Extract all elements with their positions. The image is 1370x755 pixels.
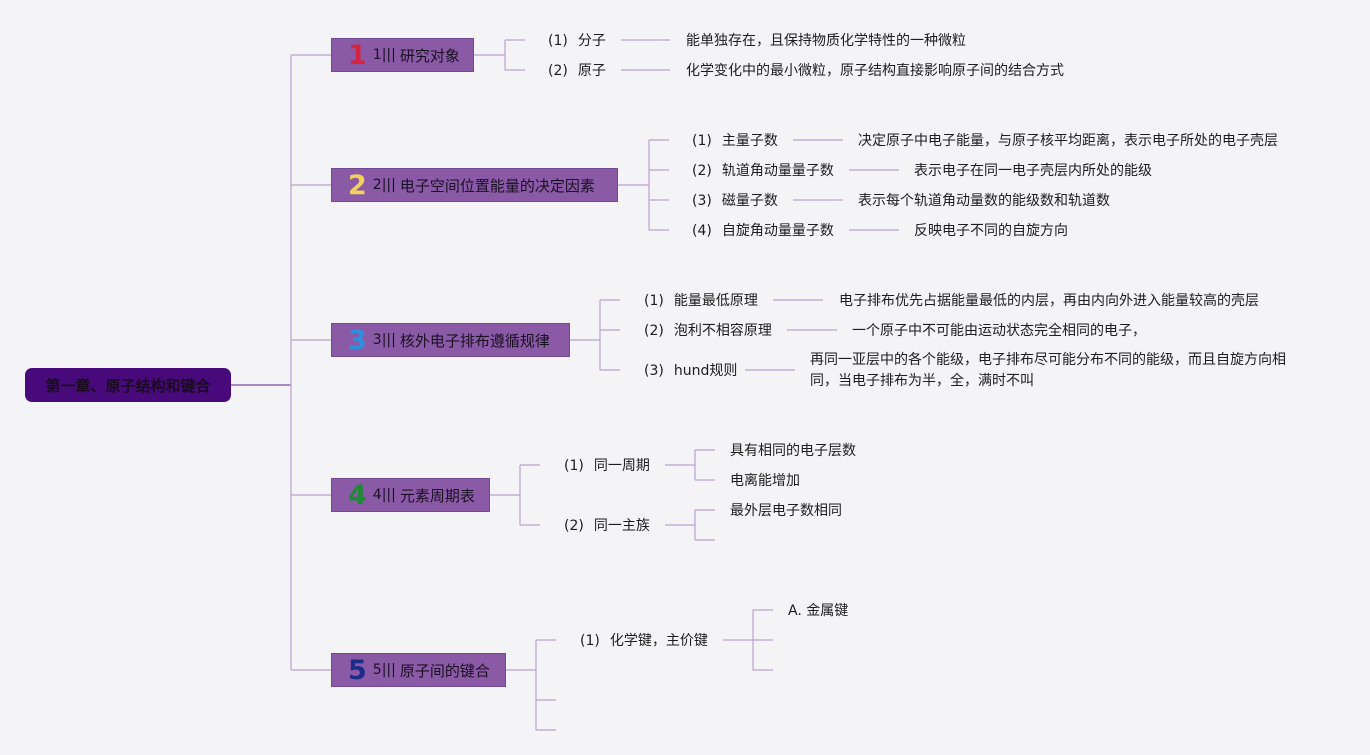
topic-node-2[interactable]: 2 2||| 电子空间位置能量的决定因素 — [331, 168, 618, 202]
subtopic-label: hund规则 — [673, 363, 738, 379]
subtopic-label: 自旋角动量量子数 — [721, 223, 834, 239]
subtopic-label: 分子 — [577, 33, 606, 49]
subtopic-index: (2) — [564, 518, 584, 534]
subtopic-index: (1) — [644, 293, 664, 309]
detail-text[interactable]: 一个原子中不可能由运动状态完全相同的电子， — [852, 323, 1146, 339]
topic-prefix: 4||| — [372, 487, 396, 503]
subtopic-node[interactable]: (2) 轨道角动量量子数 — [692, 162, 834, 180]
subtopic-node[interactable]: (1) 化学键，主价键 — [580, 632, 708, 650]
topic-label: 研究对象 — [399, 46, 460, 65]
subtopic-index: (1) — [692, 133, 712, 149]
number-1-icon: 1 — [348, 39, 367, 71]
subtopic-index: (1) — [548, 33, 568, 49]
subtopic-node[interactable]: (2) 泡利不相容原理 — [644, 322, 772, 340]
subtopic-label: 同一主族 — [593, 518, 650, 534]
subtopic-label: 化学键，主价键 — [609, 633, 708, 649]
number-5-icon: 5 — [348, 654, 367, 686]
subtopic-node[interactable]: (2) 原子 — [548, 62, 606, 80]
topic-label: 元素周期表 — [399, 486, 475, 505]
number-2-icon: 2 — [348, 169, 367, 201]
topic-label: 电子空间位置能量的决定因素 — [399, 176, 595, 195]
topic-prefix: 3||| — [372, 332, 396, 348]
subtopic-node[interactable]: (1) 能量最低原理 — [644, 292, 758, 310]
subtopic-label: 泡利不相容原理 — [673, 323, 772, 339]
detail-text[interactable]: 反映电子不同的自旋方向 — [914, 223, 1068, 239]
number-4-icon: 4 — [348, 479, 367, 511]
topic-node-1[interactable]: 1 1||| 研究对象 — [331, 38, 474, 72]
subtopic-node[interactable]: (3) hund规则 — [644, 362, 737, 380]
subtopic-label: 主量子数 — [721, 133, 778, 149]
detail-text[interactable]: 化学变化中的最小微粒，原子结构直接影响原子间的结合方式 — [686, 63, 1064, 79]
detail-text[interactable]: A. 金属键 — [788, 603, 849, 619]
subtopic-label: 同一周期 — [593, 458, 650, 474]
topic-label: 原子间的键合 — [399, 661, 490, 680]
subtopic-node[interactable]: (3) 磁量子数 — [692, 192, 778, 210]
subtopic-index: (1) — [580, 633, 600, 649]
topic-node-5[interactable]: 5 5||| 原子间的键合 — [331, 653, 506, 687]
subtopic-index: (1) — [564, 458, 584, 474]
number-3-icon: 3 — [348, 324, 367, 356]
subtopic-index: (2) — [644, 323, 664, 339]
detail-text[interactable]: 电离能增加 — [730, 473, 800, 489]
subtopic-index: (3) — [644, 363, 664, 379]
subtopic-label: 能量最低原理 — [673, 293, 758, 309]
subtopic-node[interactable]: (2) 同一主族 — [564, 517, 650, 535]
subtopic-index: (3) — [692, 193, 712, 209]
detail-text[interactable]: 具有相同的电子层数 — [730, 443, 856, 459]
detail-text[interactable]: 能单独存在，且保持物质化学特性的一种微粒 — [686, 33, 966, 49]
topic-prefix: 2||| — [372, 177, 396, 193]
subtopic-node[interactable]: (1) 同一周期 — [564, 457, 650, 475]
root-node[interactable]: 第一章、原子结构和键合 — [25, 368, 231, 402]
topic-node-3[interactable]: 3 3||| 核外电子排布遵循规律 — [331, 323, 570, 357]
subtopic-label: 磁量子数 — [721, 193, 778, 209]
subtopic-index: (4) — [692, 223, 712, 239]
subtopic-node[interactable]: (4) 自旋角动量量子数 — [692, 222, 834, 240]
subtopic-label: 原子 — [577, 63, 606, 79]
detail-text[interactable]: 再同一亚层中的各个能级，电子排布尽可能分布不同的能级，而且自旋方向相同，当电子排… — [810, 352, 1286, 389]
detail-text[interactable]: 电子排布优先占据能量最低的内层，再由内向外进入能量较高的壳层 — [839, 293, 1259, 309]
subtopic-index: (2) — [692, 163, 712, 179]
detail-text[interactable]: 表示每个轨道角动量数的能级数和轨道数 — [858, 193, 1110, 209]
topic-prefix: 1||| — [372, 47, 396, 63]
detail-text[interactable]: 决定原子中电子能量，与原子核平均距离，表示电子所处的电子壳层 — [858, 133, 1278, 149]
topic-prefix: 5||| — [372, 662, 396, 678]
detail-text[interactable]: 表示电子在同一电子壳层内所处的能级 — [914, 163, 1152, 179]
detail-text[interactable]: 最外层电子数相同 — [730, 503, 842, 519]
subtopic-node[interactable]: (1) 分子 — [548, 32, 606, 50]
topic-node-4[interactable]: 4 4||| 元素周期表 — [331, 478, 490, 512]
subtopic-label: 轨道角动量量子数 — [721, 163, 834, 179]
subtopic-node[interactable]: (1) 主量子数 — [692, 132, 778, 150]
subtopic-index: (2) — [548, 63, 568, 79]
topic-label: 核外电子排布遵循规律 — [399, 331, 550, 350]
